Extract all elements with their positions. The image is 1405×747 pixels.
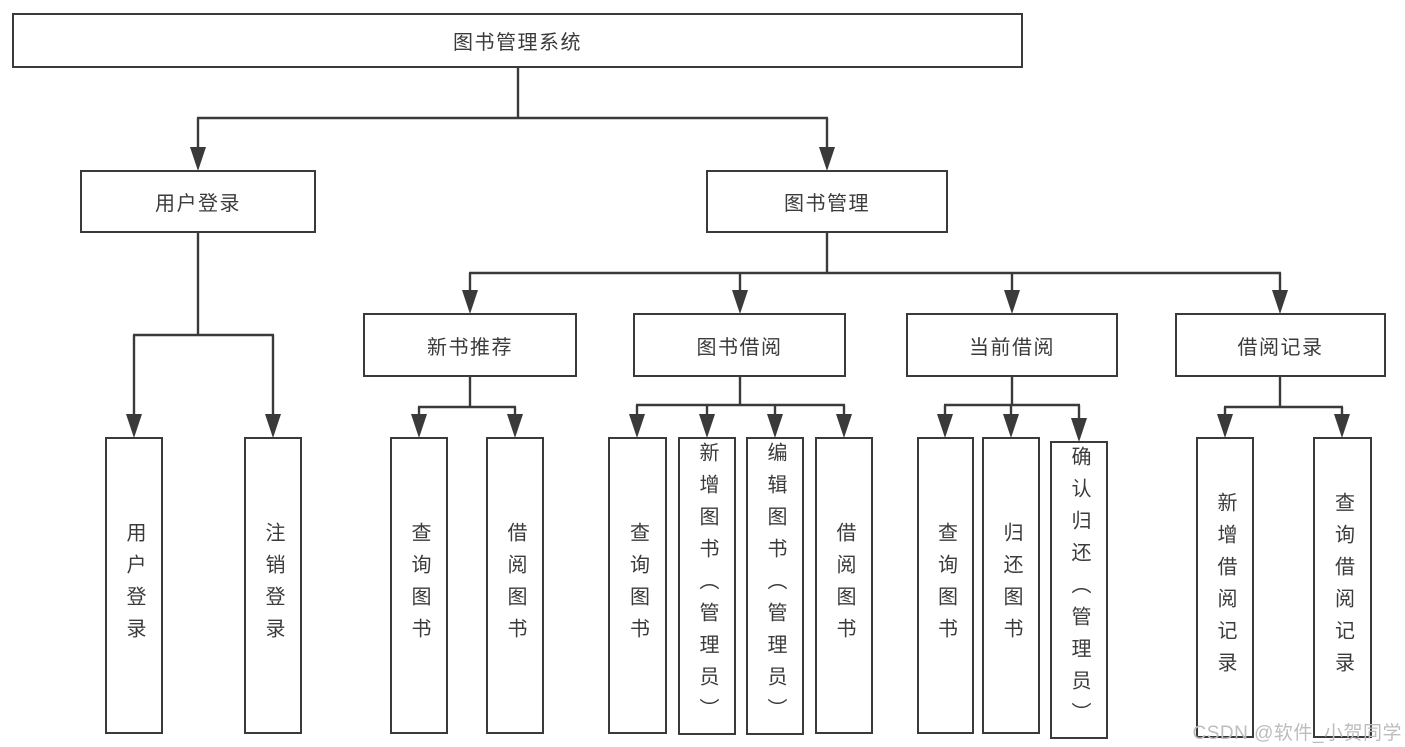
leaf-br-query-record-label: 查询借阅记录 [1331,491,1354,684]
leaf-cb-return-books: 归还图书 [982,437,1040,734]
leaf-br-query-record: 查询借阅记录 [1313,437,1372,738]
leaf-cb-confirm-return-admin-label: 确认归还（管理员） [1068,446,1090,734]
leaf-bb-edit-books-admin: 编辑图书（管理员） [746,437,804,735]
leaf-logout-label: 注销登录 [262,521,284,650]
leaf-cb-query-books-label: 查询图书 [934,521,957,650]
leaf-user-login: 用户登录 [105,437,163,734]
node-book-borrow: 图书借阅 [633,313,846,377]
leaf-br-add-record: 新增借阅记录 [1196,437,1254,738]
leaf-bb-borrow-books: 借阅图书 [815,437,873,734]
node-current-borrow: 当前借阅 [906,313,1118,377]
node-borrow-record: 借阅记录 [1175,313,1386,377]
leaf-bb-query-books: 查询图书 [608,437,667,734]
leaf-br-add-record-label: 新增借阅记录 [1214,491,1236,684]
node-book-borrow-label: 图书借阅 [696,336,783,359]
node-book-management-label: 图书管理 [784,193,870,215]
leaf-nbr-borrow-books-label: 借阅图书 [504,521,526,650]
leaf-bb-borrow-books-label: 借阅图书 [833,521,855,650]
leaf-nbr-borrow-books: 借阅图书 [486,437,544,734]
node-book-management: 图书管理 [706,170,948,233]
leaf-nbr-query-books-label: 查询图书 [408,521,430,650]
node-new-book-recommend: 新书推荐 [363,313,577,377]
leaf-cb-return-books-label: 归还图书 [1000,521,1022,650]
leaf-logout: 注销登录 [244,437,302,734]
node-user-login: 用户登录 [80,170,316,233]
leaf-bb-add-books-admin-label: 新增图书（管理员） [696,442,718,730]
leaf-bb-add-books-admin: 新增图书（管理员） [678,437,736,735]
leaf-bb-edit-books-admin-label: 编辑图书（管理员） [764,442,786,730]
node-root: 图书管理系统 [12,13,1023,68]
leaf-cb-confirm-return-admin: 确认归还（管理员） [1050,441,1108,739]
node-root-label: 图书管理系统 [453,32,582,54]
node-new-book-recommend-label: 新书推荐 [427,336,513,359]
leaf-user-login-label: 用户登录 [123,521,145,650]
node-current-borrow-label: 当前借阅 [969,336,1055,359]
leaf-bb-query-books-label: 查询图书 [626,521,649,650]
csdn-watermark: CSDN @软件_小贺同学 [1192,723,1402,744]
node-user-login-label: 用户登录 [155,193,241,215]
leaf-nbr-query-books: 查询图书 [390,437,448,734]
node-borrow-record-label: 借阅记录 [1237,336,1324,359]
leaf-cb-query-books: 查询图书 [917,437,974,734]
